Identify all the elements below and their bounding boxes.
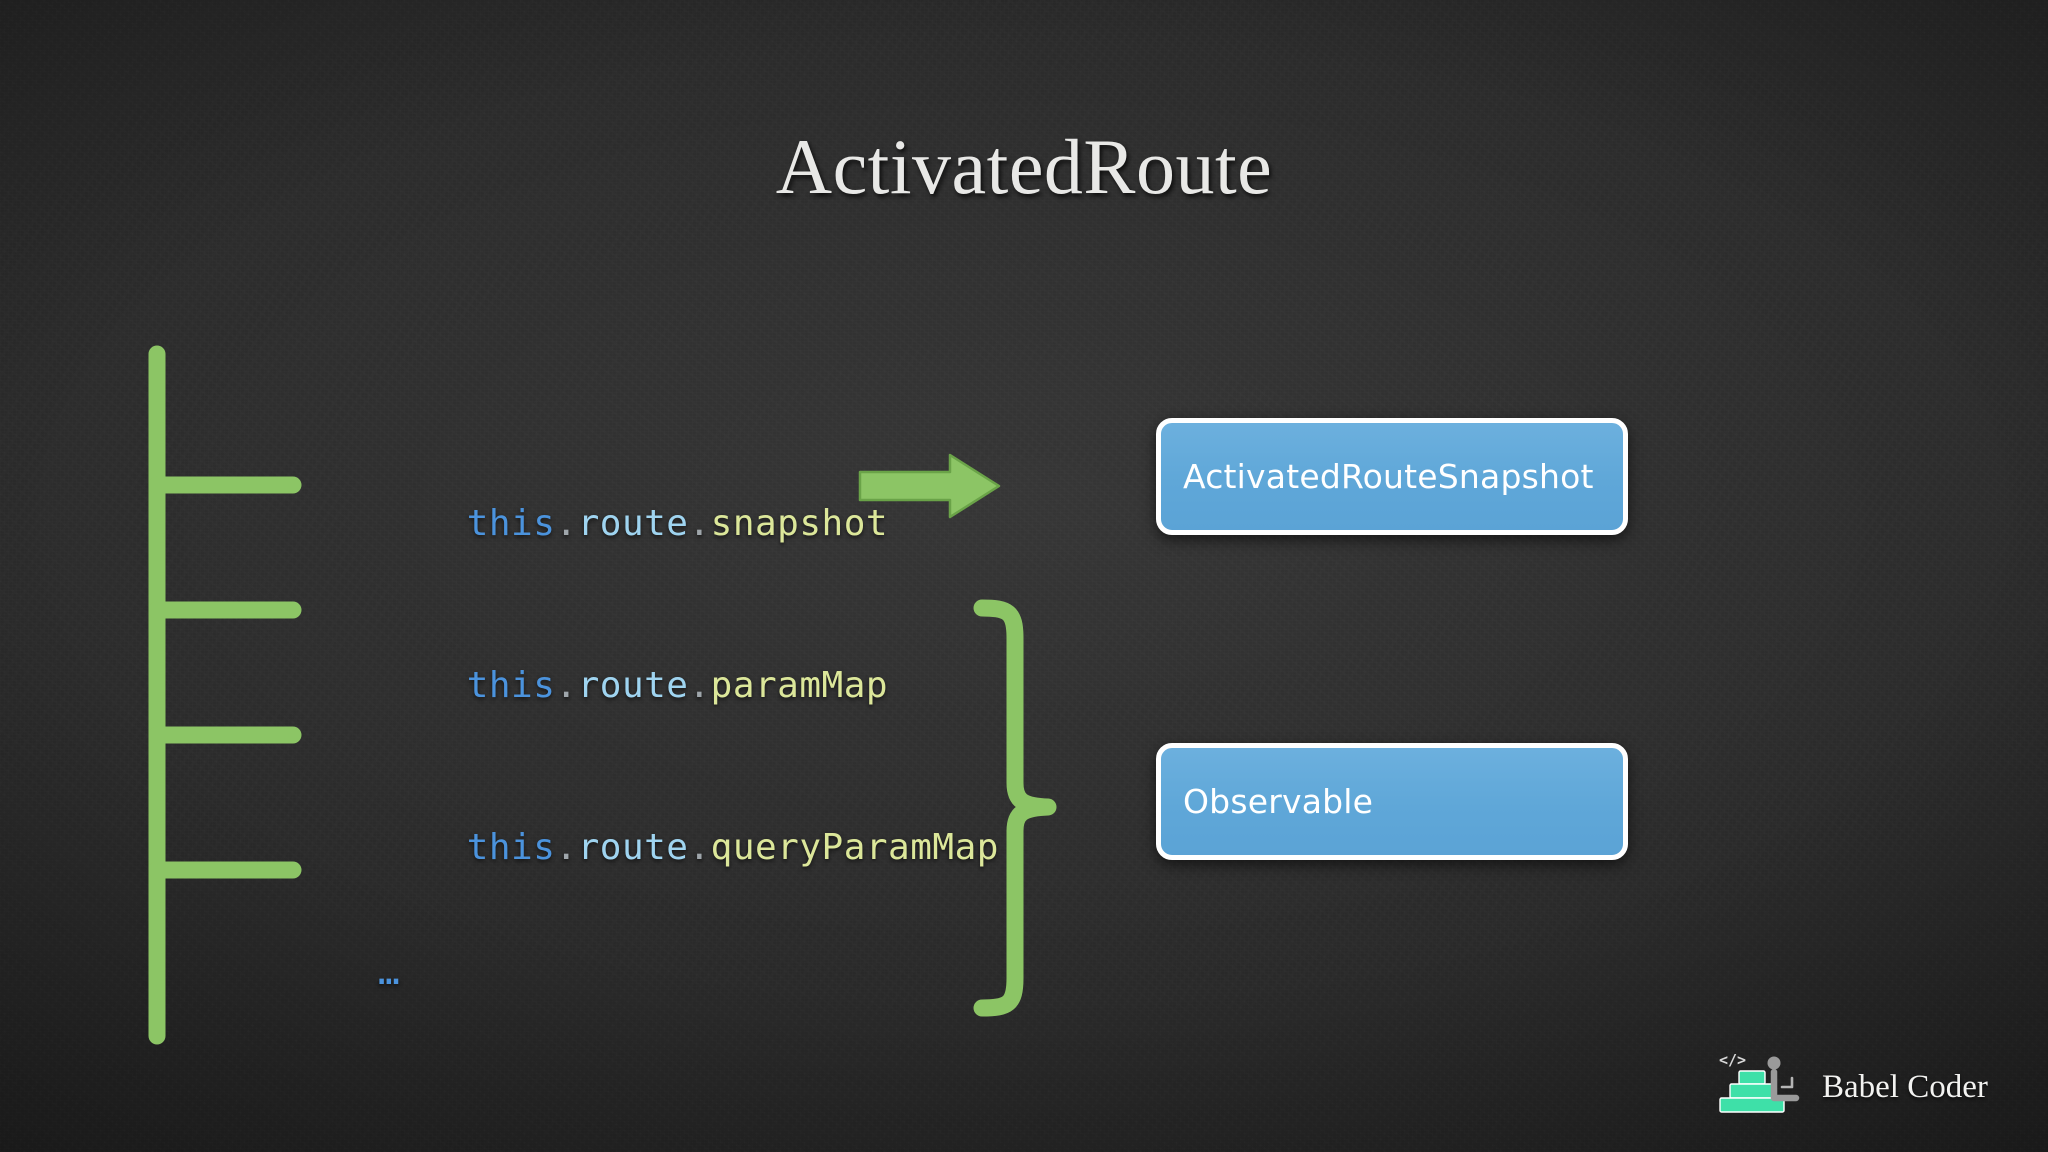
green-curly-brace-icon (960, 598, 1070, 1023)
green-list-comb (140, 340, 340, 1055)
code-token-route: route (577, 827, 689, 868)
code-token-dot: . (555, 665, 578, 706)
code-token-route: route (577, 503, 689, 544)
pyramid-tier-mid (1729, 1083, 1775, 1099)
code-line-more: … (378, 952, 401, 993)
code-token-this: this (466, 827, 556, 868)
code-token-dot: . (688, 503, 711, 544)
box-observable[interactable]: Observable (1156, 743, 1628, 860)
box-label: ActivatedRouteSnapshot (1183, 457, 1594, 496)
code-token-dot: . (688, 827, 711, 868)
code-token-dot: . (555, 827, 578, 868)
code-token-route: route (577, 665, 689, 706)
code-token-member: paramMap (710, 665, 889, 706)
code-line-query-param-map: this.route.queryParamMap (378, 786, 999, 909)
code-glyph: </> (1719, 1051, 1746, 1069)
code-token-dot: . (688, 665, 711, 706)
person-laptop (1780, 1076, 1794, 1089)
box-activated-route-snapshot[interactable]: ActivatedRouteSnapshot (1156, 418, 1628, 535)
babel-coder-logo[interactable]: </> Babel Coder (1712, 1050, 1988, 1125)
page-title: ActivatedRoute (775, 123, 1273, 210)
code-token-this: this (466, 503, 556, 544)
code-token-member: snapshot (710, 503, 889, 544)
babel-coder-logo-text: Babel Coder (1822, 1069, 1988, 1105)
code-token-member: queryParamMap (710, 827, 999, 868)
code-line-snapshot: this.route.snapshot (378, 462, 888, 585)
babel-coder-logo-icon: </> (1712, 1050, 1812, 1125)
person-body (1770, 1068, 1800, 1102)
code-line-param-map: this.route.paramMap (378, 624, 888, 747)
pyramid-tier-top (1738, 1070, 1766, 1085)
box-label: Observable (1183, 782, 1374, 821)
code-token-this: this (466, 665, 556, 706)
code-token-dot: . (555, 503, 578, 544)
pyramid-tier-base (1719, 1097, 1785, 1113)
green-arrow-right-icon (858, 452, 1002, 525)
person-head (1767, 1056, 1781, 1070)
